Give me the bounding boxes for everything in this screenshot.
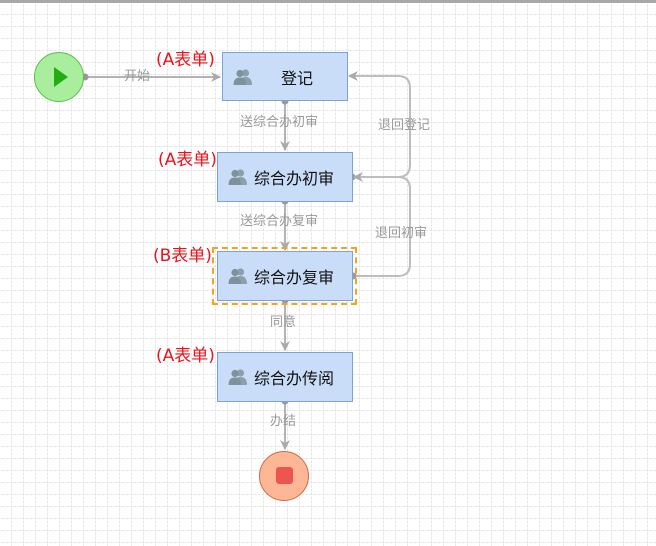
form-tag-circulate: (A表单) [156, 346, 215, 366]
node-label: 综合办传阅 [254, 369, 335, 388]
edge-start-register[interactable] [81, 72, 221, 82]
selection-frame [212, 247, 357, 305]
edge-label-agree: 同意 [270, 315, 297, 330]
form-tag-initial-review: (A表单) [158, 150, 217, 170]
end-node[interactable] [259, 451, 309, 501]
form-tag-register: (A表单) [156, 50, 215, 70]
node-label: 综合办复审 [254, 268, 335, 287]
edge-label-finish: 办结 [270, 414, 297, 429]
node-label: 综合办初审 [254, 169, 335, 188]
form-tag-second-review: (B表单) [153, 246, 212, 266]
edge-label-return-register: 退回登记 [378, 118, 431, 133]
node-second-review[interactable]: 综合办复审 [217, 251, 353, 301]
edge-label-return-initial-review: 退回初审 [375, 226, 428, 241]
users-icon [228, 369, 247, 385]
node-register[interactable]: 登记 [222, 52, 348, 101]
users-icon [233, 68, 252, 85]
edge-label-to-second-review: 送综合办复审 [240, 214, 319, 229]
users-icon [228, 169, 247, 185]
node-circulate[interactable]: 综合办传阅 [217, 352, 353, 402]
edge-label-start: 开始 [124, 69, 151, 84]
start-node[interactable] [34, 52, 84, 102]
top-border [0, 0, 656, 3]
node-label: 登记 [281, 68, 314, 88]
stop-icon [276, 467, 293, 484]
users-icon [228, 268, 247, 284]
edge-label-to-initial-review: 送综合办初审 [240, 115, 319, 130]
play-icon [54, 67, 68, 87]
node-initial-review[interactable]: 综合办初审 [217, 152, 353, 202]
